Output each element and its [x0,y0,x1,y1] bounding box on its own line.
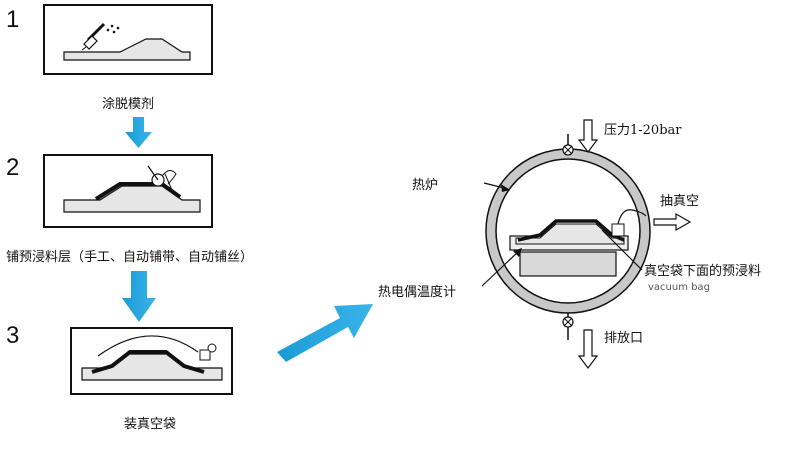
step-1-panel [43,4,213,75]
step-1-number: 1 [6,6,19,33]
vacuum-bag-label: vacuum bag [648,282,710,293]
vacuum-fitting-icon [199,343,217,361]
vacuum-arrow [653,212,692,232]
furnace-label: 热炉 [412,178,438,193]
thermocouple-label: 热电偶温度计 [378,284,456,300]
down-arrow-2 [122,271,156,322]
step-2-number: 2 [6,154,19,181]
brush-icon [81,22,120,51]
pressure-label: 压力1-20bar [604,123,682,138]
prepreg-label: 真空袋下面的预浸料 [644,263,761,279]
diagonal-arrow [277,304,373,362]
vacuum-label: 抽真空 [660,194,699,209]
autoclave [485,134,651,340]
pressure-arrow [577,119,599,153]
roller-icon [147,165,177,191]
step-3-label: 装真空袋 [124,417,176,432]
down-arrow-1 [125,117,152,148]
step-2-label: 铺预浸料层（手工、自动铺带、自动铺丝） [6,250,253,265]
exhaust-label: 排放口 [604,331,643,346]
exhaust-arrow [577,329,599,369]
step-2-panel [43,154,213,228]
step-3-panel [70,327,233,395]
step-3-number: 3 [6,322,19,349]
step-1-label: 涂脱模剂 [102,96,154,112]
